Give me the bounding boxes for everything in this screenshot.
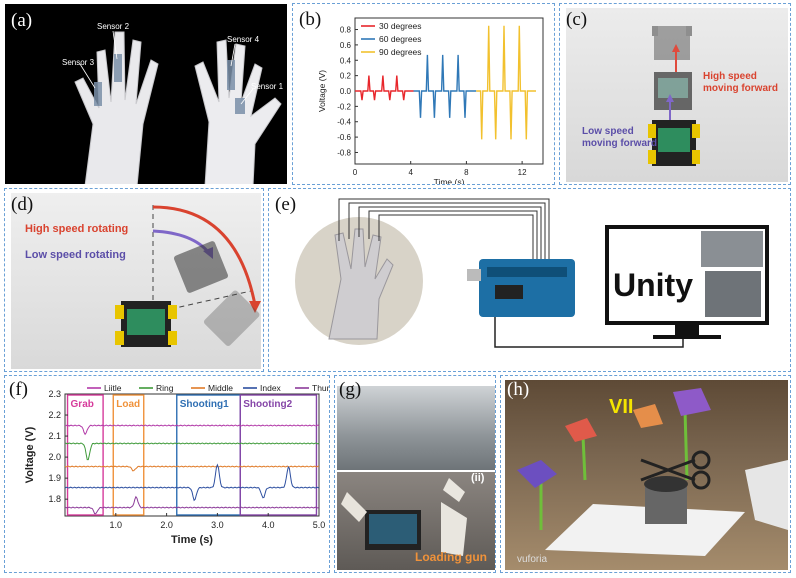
panel-label-b: (b): [299, 9, 322, 30]
chart-f-legend-label: Liitle: [104, 383, 122, 393]
ar-scene-illustration: [517, 388, 788, 556]
chart-f-region-box: [66, 394, 104, 516]
panel-a: (a) Sensor 2 Sensor 3 Sensor 4 Sensor 1: [4, 3, 288, 185]
chart-b-xtick-label: 4: [408, 168, 413, 177]
chart-f-series-line: [64, 424, 320, 436]
chart-f-region-box: [239, 394, 318, 516]
chart-b-ytick-label: 0.8: [340, 26, 352, 35]
unity-label: Unity: [613, 267, 693, 303]
sensor-4-label: Sensor 4: [227, 35, 260, 44]
chart-f-legend-label: Middle: [208, 383, 233, 393]
panel-label-c: (c): [566, 9, 588, 30]
chart-b-series-line: [355, 75, 414, 101]
panel-label-d: (d): [11, 194, 34, 215]
chart-f-region-label: Shooting2: [243, 399, 292, 410]
chart-b-ylabel: Voltage (V): [317, 70, 327, 112]
chart-b-xlabel: Time (s): [434, 177, 465, 184]
car-forward-photo: [566, 8, 788, 182]
chart-f-region-box: [112, 394, 145, 516]
chart-b-xtick-label: 0: [353, 168, 358, 177]
chart-f-ytick-label: 2.2: [48, 410, 61, 420]
chart-f-region-label: Shooting1: [180, 399, 229, 410]
subpanel-ii-label: (ii): [471, 472, 485, 484]
chart-f-legend-label: Ring: [156, 383, 174, 393]
system-diagram: [295, 198, 769, 348]
chart-f-region-label: Load: [116, 399, 140, 410]
chart-b-ytick-label: -0.2: [337, 102, 351, 111]
chart-b-ytick-label: 0.2: [340, 72, 352, 81]
chart-f-xtick-label: 1.0: [110, 520, 123, 530]
chart-f-frame: [64, 393, 320, 517]
car-rotate-illustration: [115, 205, 261, 347]
chart-f-region-label: Grab: [71, 399, 94, 410]
panel-label-e: (e): [275, 194, 297, 215]
panel-c: (c) High speed moving forward Low speed …: [559, 3, 791, 185]
low-speed-forward-label: Low speed moving forward: [582, 126, 658, 149]
voltage-angle-chart: 0.8 0.6 0.4 0.2 0.0 -0.2 -0.4 -0.6 -0.8 0 4 8 12Time…: [317, 17, 544, 184]
chart-f-xtick-label: 4.0: [262, 520, 275, 530]
chart-f-xlabel: Time (s): [171, 534, 213, 546]
low-speed-rotating-label: Low speed rotating: [25, 249, 126, 261]
chart-f-xtick-label: 3.0: [211, 520, 224, 530]
chart-b-ytick-label: 0.6: [340, 41, 352, 50]
chart-f-series-line: [64, 495, 320, 515]
chart-f-xtick-label: 5.0: [313, 520, 326, 530]
chart-f-ytick-label: 2.3: [48, 389, 61, 399]
chart-f-series-line: [64, 465, 319, 472]
car-forward-illustration: [648, 26, 700, 166]
panel-h: (h) VII vuforia: [500, 375, 791, 573]
vii-label: VII: [609, 396, 634, 418]
chart-b-xtick-label: 8: [464, 168, 469, 177]
panel-label-f: (f): [9, 379, 28, 400]
loading-gun-photo: [337, 472, 495, 570]
panel-b: (b) 0.8 0.6 0.4 0.2 0.0 -0.2 -0.4 -0.6 -0.8 0 4 8 12…: [292, 3, 555, 185]
chart-f-ylabel: Voltage (V): [24, 426, 36, 483]
chart-b-series-line: [476, 25, 536, 140]
panel-label-g: (g): [339, 379, 362, 400]
chart-b-xtick-label: 12: [518, 168, 527, 177]
chart-f-ytick-label: 2.0: [48, 452, 61, 462]
loading-gun-caption: Loading gun: [415, 550, 487, 564]
chart-b-legend-label: 90 degrees: [379, 47, 422, 57]
chart-b-legend-label: 60 degrees: [379, 34, 422, 44]
sensor-3-label: Sensor 3: [62, 58, 95, 67]
ar-scene-photo: [505, 380, 788, 570]
sensor-2-label: Sensor 2: [97, 22, 130, 31]
chart-f-xtick-label: 2.0: [160, 520, 173, 530]
chart-b-ytick-label: -0.4: [337, 118, 351, 127]
high-speed-rotating-label: High speed rotating: [25, 223, 129, 235]
game-screenshot: [337, 386, 495, 470]
chart-b-series-line: [413, 54, 477, 118]
panel-f: (f) Grab Load Shooting1 Shooting2 2.3 2.2 2.1 2…: [4, 375, 330, 573]
car-rotate-photo: [11, 193, 261, 369]
chart-f-ytick-label: 1.8: [48, 494, 61, 504]
panel-g: (g) (ii) Loading gun: [334, 375, 496, 573]
finger-voltage-chart: Grab Load Shooting1 Shooting2 2.3 2.2 2.1 2.0 1.…: [24, 383, 329, 546]
chart-f-series-line: [64, 463, 320, 502]
chart-f-legend-label: Thumb: [312, 383, 329, 393]
loading-gun-illustration: [341, 478, 467, 556]
sensor-1-label: Sensor 1: [251, 82, 284, 91]
high-speed-forward-label: High speed moving forward: [703, 71, 779, 94]
chart-b-ytick-label: -0.6: [337, 133, 351, 142]
glove-illustration: [74, 30, 282, 184]
panel-e: (e) Unity: [268, 188, 791, 372]
chart-b-ytick-label: -0.8: [337, 148, 351, 157]
chart-f-series-line: [64, 442, 320, 461]
panel-label-h: (h): [507, 379, 530, 400]
chart-f-region-box: [176, 394, 241, 516]
chart-f-ytick-label: 1.9: [48, 473, 61, 483]
chart-b-legend-label: 30 degrees: [379, 21, 422, 31]
chart-b-ytick-label: 0.4: [340, 56, 352, 65]
panel-label-a: (a): [11, 10, 33, 31]
glove-photo: [5, 4, 287, 184]
chart-f-legend-label: Index: [260, 383, 282, 393]
panel-d: (d) High speed rotating Low speed rotati…: [4, 188, 264, 372]
vuforia-watermark: vuforia: [517, 554, 548, 565]
chart-f-ytick-label: 2.1: [48, 431, 61, 441]
chart-b-ytick-label: 0.0: [340, 87, 352, 96]
